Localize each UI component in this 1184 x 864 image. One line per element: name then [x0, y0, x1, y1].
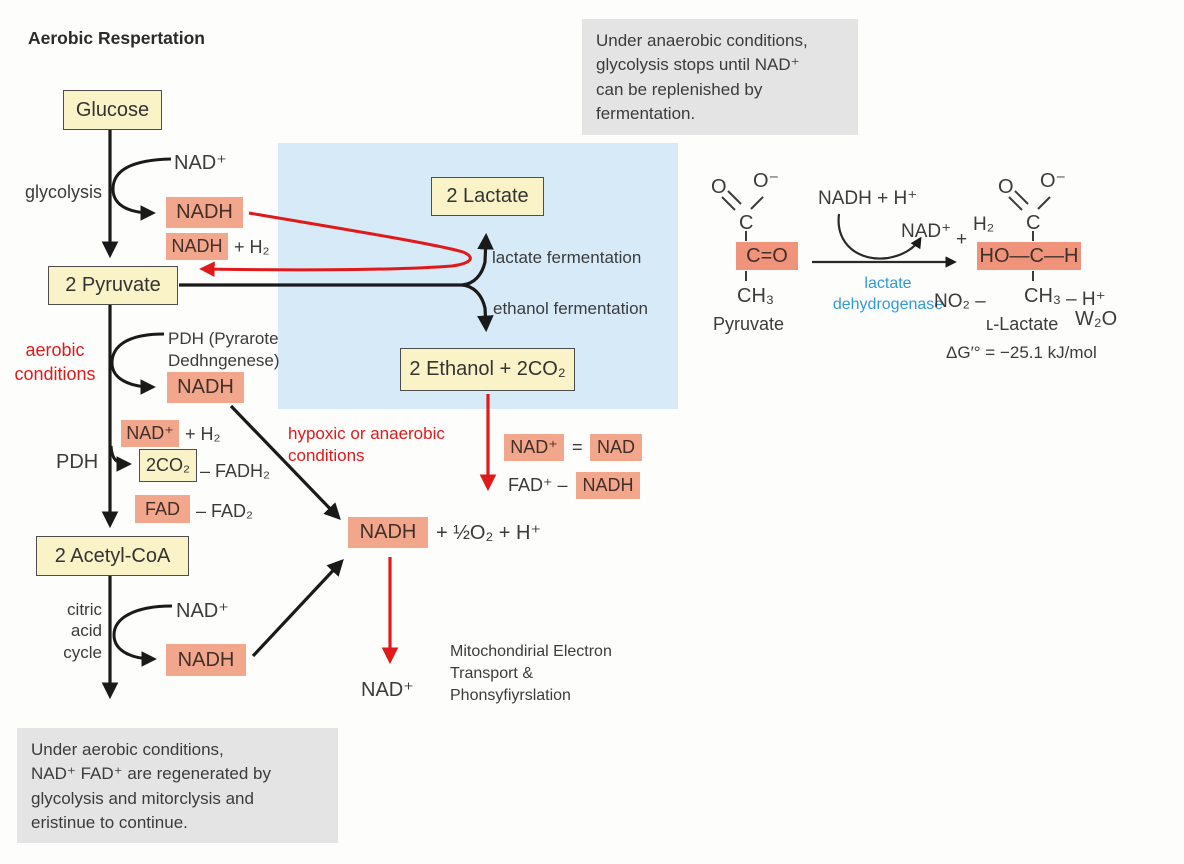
nadh-etc: NADH — [348, 517, 428, 548]
lactate-dehydrogenase-label: lactate dehydrogenase — [832, 275, 944, 314]
ethanol-box: 2 Ethanol + 2CO₂ — [400, 348, 575, 391]
fadh2-label: – FADH₂ — [200, 461, 271, 481]
glucose-box: Glucose — [63, 90, 162, 130]
lactate-ch3: CH₃ — [1024, 285, 1062, 307]
arrow-pdh-nad-nadh — [110, 332, 165, 395]
pdh-enzyme-label: PDH (Pyrarote Dedhngenese) — [168, 329, 280, 371]
arrow-citric-nad-nadh — [112, 604, 173, 667]
pyruvate-carbonyl-highlight: C=O — [736, 242, 798, 270]
arrow-citric-nadh-to-etc — [251, 558, 344, 658]
citric-acid-cycle-label: citric acid cycle — [63, 600, 102, 662]
pyruvate-c: C — [739, 212, 754, 234]
lactate-o-minus: O⁻ — [1040, 170, 1067, 192]
eq-nad-plus: NAD⁺ — [504, 434, 564, 461]
glycolysis-label: glycolysis — [25, 182, 103, 202]
eq-equals: = — [572, 437, 583, 457]
pyruvate-ch3: CH₃ — [737, 285, 775, 307]
pyruvate-label: Pyruvate — [713, 314, 785, 334]
nadh-citric: NADH — [166, 644, 246, 676]
arrow-glycolysis-nad-nadh — [111, 157, 172, 221]
lactate-fermentation-label: lactate fermentation — [492, 248, 642, 267]
reaction-h2: H₂ — [973, 214, 995, 235]
lactate-box: 2 Lactate — [431, 177, 544, 216]
fad-highlight: FAD — [135, 495, 190, 523]
ethanol-fermentation-label: ethanol fermentation — [493, 299, 648, 318]
mitochondrial-etc-label: Mitochondirial Electron Transport & Phon… — [450, 643, 612, 705]
arrow-pdh-to-co2 — [109, 445, 132, 472]
nadh-pdh: NADH — [167, 372, 244, 403]
lactate-o: O — [998, 176, 1014, 198]
lactate-c: C — [1026, 212, 1041, 234]
nadh-h2-suffix: + H₂ — [234, 237, 270, 257]
bond-pyruvate-o-minus — [750, 196, 764, 210]
etc-equation-suffix: + ½O₂ + H⁺ — [436, 522, 542, 544]
reaction-nadh-h: NADH + H⁺ — [818, 188, 918, 209]
co2-box: 2CO₂ — [139, 449, 197, 482]
eq-fad-plus: FAD⁺ – — [508, 475, 568, 495]
nadh-glycolysis: NADH — [166, 197, 243, 228]
lactate-hoch-highlight: HO—C—H — [977, 242, 1081, 270]
nad-plus-regenerated: NAD⁺ — [361, 679, 414, 701]
nadh-h2-highlight: NADH — [166, 233, 228, 260]
eq-nadh: NADH — [576, 472, 640, 499]
pdh-label: PDH — [56, 451, 99, 473]
nad-h2-suffix: + H₂ — [185, 424, 221, 444]
note-aerobic: Under aerobic conditions, NAD⁺ FAD⁺ are … — [17, 728, 338, 843]
bond-lactate-o-minus — [1037, 196, 1051, 210]
lactate-no2: NO₂ – — [934, 291, 986, 312]
delta-g-label: ΔG′° = −25.1 kJ/mol — [946, 343, 1097, 362]
lactate-h-plus: – H⁺ — [1066, 289, 1106, 310]
acetylcoa-box: 2 Acetyl-CoA — [36, 536, 189, 576]
nad-h2-highlight: NAD⁺ — [121, 420, 179, 447]
page-title: Aerobic Respertation — [28, 28, 205, 48]
reaction-nad-plus: NAD⁺ — [901, 221, 952, 242]
fad2-label: – FAD₂ — [196, 501, 254, 521]
aerobic-conditions-label: aerobic conditions — [14, 340, 96, 384]
w2o-label: W₂O — [1075, 308, 1118, 330]
note-anaerobic: Under anaerobic conditions, glycolysis s… — [582, 19, 858, 135]
nad-plus-citric: NAD⁺ — [176, 600, 229, 622]
pyruvate-o-minus: O⁻ — [753, 170, 780, 192]
reaction-plus: + — [956, 229, 968, 250]
pyruvate-box: 2 Pyruvate — [48, 266, 178, 305]
hypoxic-conditions-label: hypoxic or anaerobic conditions — [288, 424, 445, 466]
eq-nad: NAD — [590, 434, 642, 461]
nad-plus-glycolysis: NAD⁺ — [174, 152, 227, 174]
l-lactate-label: ʟ-Lactate — [986, 314, 1059, 334]
pyruvate-o: O — [711, 176, 727, 198]
